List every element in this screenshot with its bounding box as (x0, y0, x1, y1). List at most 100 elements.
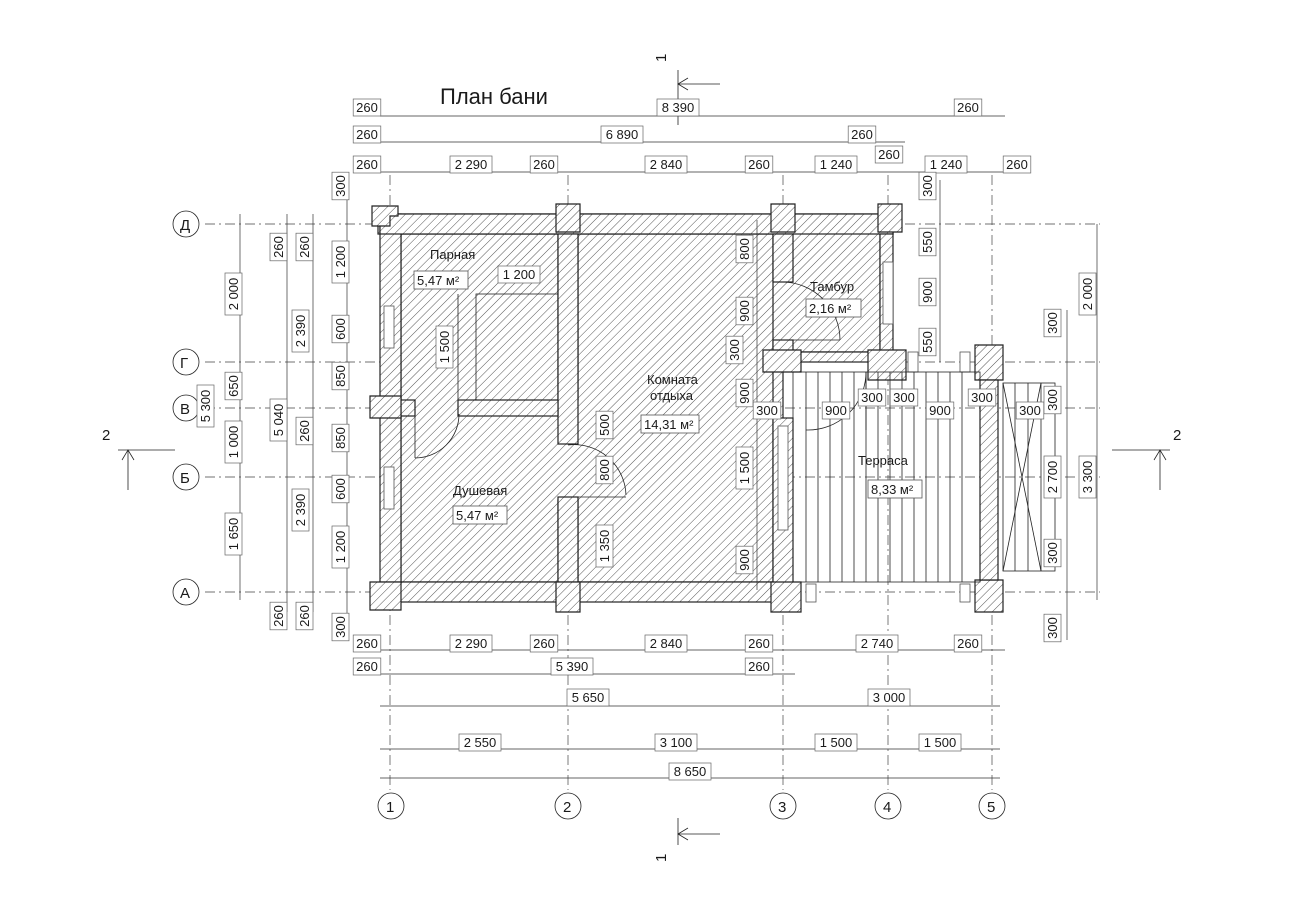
svg-text:1 500: 1 500 (820, 735, 853, 750)
axis-label: Д (180, 217, 190, 234)
svg-text:1 500: 1 500 (737, 452, 752, 485)
dimension-label: 2 290 (449, 634, 493, 653)
dimension-label: 900 (918, 277, 937, 307)
dimension-label: 260 (352, 98, 382, 117)
svg-text:1 650: 1 650 (226, 518, 241, 551)
dimension-label: 650 (224, 371, 243, 401)
dimension-label: 260 (295, 232, 314, 262)
axis-label: 3 (778, 799, 786, 816)
room-name-komnata-2: отдыха (650, 388, 694, 403)
axis-label: Г (180, 355, 188, 372)
room-name-dushevaya: Душевая (453, 483, 507, 498)
dimension-label: 260 (295, 601, 314, 631)
dimension-label: 3 000 (867, 688, 911, 707)
dimension-label: 900 (735, 378, 754, 408)
steam-bench (475, 293, 559, 401)
svg-text:300: 300 (861, 390, 883, 405)
svg-text:1 500: 1 500 (924, 735, 957, 750)
svg-text:260: 260 (297, 236, 312, 258)
svg-text:300: 300 (1045, 617, 1060, 639)
svg-text:260: 260 (356, 127, 378, 142)
svg-text:260: 260 (1006, 157, 1028, 172)
svg-text:1 200: 1 200 (333, 531, 348, 564)
dimension-label: 260 (352, 657, 382, 676)
svg-text:300: 300 (971, 390, 993, 405)
dimension-label: 260 (269, 232, 288, 262)
svg-text:2 290: 2 290 (455, 157, 488, 172)
dimension-label: 300 (725, 335, 744, 365)
dimension-label: 300 (1043, 538, 1062, 568)
svg-text:1 240: 1 240 (820, 157, 853, 172)
svg-text:260: 260 (356, 659, 378, 674)
svg-text:3 000: 3 000 (873, 690, 906, 705)
svg-text:1 200: 1 200 (503, 267, 536, 282)
dimension-label: 260 (352, 155, 382, 174)
svg-text:3 100: 3 100 (660, 735, 693, 750)
dimension-label: 1 500 (435, 325, 454, 369)
dimension-label: 1 350 (595, 524, 614, 568)
dimension-label: 260 (529, 634, 559, 653)
svg-text:3 300: 3 300 (1080, 461, 1095, 494)
svg-text:300: 300 (727, 339, 742, 361)
svg-text:260: 260 (748, 636, 770, 651)
dimension-label: 800 (735, 234, 754, 264)
dimension-label: 300 (857, 388, 887, 407)
dimension-label: 900 (735, 296, 754, 326)
svg-text:5 390: 5 390 (556, 659, 589, 674)
axis-label: 5 (987, 799, 995, 816)
svg-text:900: 900 (825, 403, 847, 418)
svg-text:260: 260 (297, 605, 312, 627)
dimension-label: 600 (331, 474, 350, 504)
dimension-label: 1 200 (497, 265, 541, 284)
room-labels: Парная 5,47 м² Душевая 5,47 м² Комната о… (413, 247, 923, 525)
room-area-terrasa: 8,33 м² (871, 482, 914, 497)
svg-text:900: 900 (920, 281, 935, 303)
dimension-label: 300 (1043, 385, 1062, 415)
dimension-label: 1 000 (224, 420, 243, 464)
svg-text:300: 300 (1045, 312, 1060, 334)
dimension-label: 260 (295, 416, 314, 446)
svg-text:260: 260 (533, 157, 555, 172)
svg-text:900: 900 (737, 549, 752, 571)
dimension-label: 500 (595, 410, 614, 440)
svg-text:1 350: 1 350 (597, 530, 612, 563)
svg-text:260: 260 (271, 236, 286, 258)
svg-text:850: 850 (333, 365, 348, 387)
room-area-tambur: 2,16 м² (809, 301, 852, 316)
dimension-label: 300 (331, 171, 350, 201)
dimension-label: 260 (744, 155, 774, 174)
svg-text:300: 300 (1019, 403, 1041, 418)
dimension-label: 2 390 (291, 309, 310, 353)
dimension-label: 600 (331, 314, 350, 344)
dimension-label: 260 (744, 634, 774, 653)
svg-text:550: 550 (920, 331, 935, 353)
outer-wall (377, 213, 894, 583)
svg-text:300: 300 (893, 390, 915, 405)
svg-text:260: 260 (851, 127, 873, 142)
dimension-label: 2 390 (291, 488, 310, 532)
svg-text:900: 900 (737, 300, 752, 322)
dimension-label: 2 840 (644, 155, 688, 174)
dimension-label: 2 000 (1078, 272, 1097, 316)
dimension-label: 260 (874, 145, 904, 164)
dimension-label: 1 200 (331, 240, 350, 284)
dimension-label: 900 (821, 401, 851, 420)
svg-text:260: 260 (533, 636, 555, 651)
dimension-label: 2 000 (224, 272, 243, 316)
svg-text:600: 600 (333, 318, 348, 340)
svg-text:260: 260 (356, 157, 378, 172)
dimension-label: 3 100 (654, 733, 698, 752)
dimension-label: 300 (1043, 308, 1062, 338)
svg-text:2 840: 2 840 (650, 157, 683, 172)
svg-text:5 300: 5 300 (198, 390, 213, 423)
dimension-label: 5 040 (269, 398, 288, 442)
room-name-terrasa: Терраса (858, 453, 909, 468)
dimension-label: 260 (953, 634, 983, 653)
svg-text:2 390: 2 390 (293, 315, 308, 348)
dimension-label: 8 650 (668, 762, 712, 781)
svg-text:1 000: 1 000 (226, 426, 241, 459)
section-2-left: 2 (102, 427, 110, 444)
svg-text:2 700: 2 700 (1045, 461, 1060, 494)
